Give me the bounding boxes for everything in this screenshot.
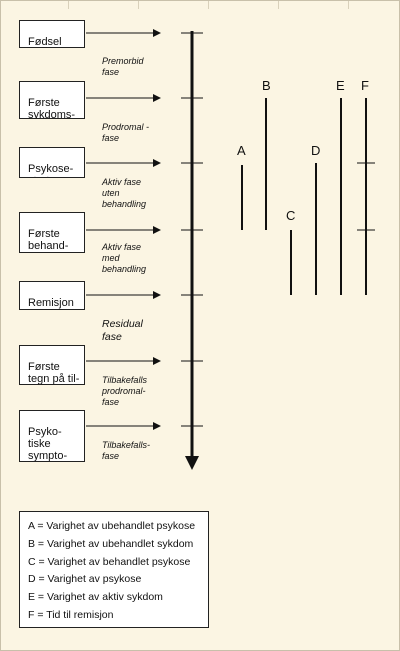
stage-label: Første tegn på til- bakefall (28, 361, 80, 385)
grid-line (208, 1, 209, 9)
stage-box-forste-sykdomstegn: Første sykdoms- tegn (19, 81, 85, 119)
duration-label-e: E (336, 78, 345, 93)
stage-label: Psykose- start (28, 163, 74, 177)
stage-box-psykosestart: Psykose- start (19, 147, 85, 178)
grid-line (348, 1, 349, 9)
legend-item-a: A = Varighet av ubehandlet psykose (28, 520, 196, 532)
phase-label-residual: Residual fase (102, 318, 143, 343)
stage-box-fodsel: Fødsel (19, 20, 85, 48)
stage-box-remisjon: Remisjon (19, 281, 85, 310)
duration-label-f: F (361, 78, 369, 93)
grid-line (68, 1, 69, 9)
main-timeline-arrowhead (185, 456, 199, 470)
duration-label-d: D (311, 143, 321, 158)
legend-item-d: D = Varighet av psykose (28, 573, 142, 586)
stage-box-forste-tegn-pa-tilbakefall: Første tegn på til- bakefall (19, 345, 85, 385)
grid-line (138, 1, 139, 9)
phase-label-aktiv-med-behandling: Aktiv fase med behandling (102, 242, 147, 274)
stage-label: Første sykdoms- tegn (28, 97, 76, 119)
stage-label: Fødsel (28, 36, 62, 48)
phase-label-aktiv-uten-behandling: Aktiv fase uten behandling (102, 177, 147, 209)
legend-item-b: B = Varighet av ubehandlet sykdom (28, 537, 194, 550)
legend-item-c: C = Varighet av behandlet psykose (28, 555, 191, 568)
stage-label: Psyko- tiske sympto- mer (28, 426, 68, 462)
stage-box-psykotiske-symptomer: Psyko- tiske sympto- mer (19, 410, 85, 462)
grid-line (278, 1, 279, 9)
phase-label-tilbakefall: Tilbakefalls- fase (102, 440, 150, 461)
stage-label: Remisjon (28, 297, 74, 309)
stage-label: Første behand- ling (28, 228, 69, 252)
duration-label-c: C (286, 208, 296, 223)
duration-label-a: A (237, 143, 246, 158)
legend-item-e: E = Varighet av aktiv sykdom (28, 591, 163, 604)
phase-label-prodromal: Prodromal - fase (102, 122, 150, 143)
legend-box: A = Varighet av ubehandlet psykose B = V… (19, 511, 209, 628)
phase-label-tilbakefalls-prodromal: Tilbakefalls prodromal- fase (102, 375, 147, 407)
duration-label-b: B (262, 78, 271, 93)
phase-label-premorbid: Premorbid fase (102, 56, 144, 77)
stage-box-forste-behandling: Første behand- ling (19, 212, 85, 253)
legend-item-f: F = Tid til remisjon (28, 608, 114, 621)
